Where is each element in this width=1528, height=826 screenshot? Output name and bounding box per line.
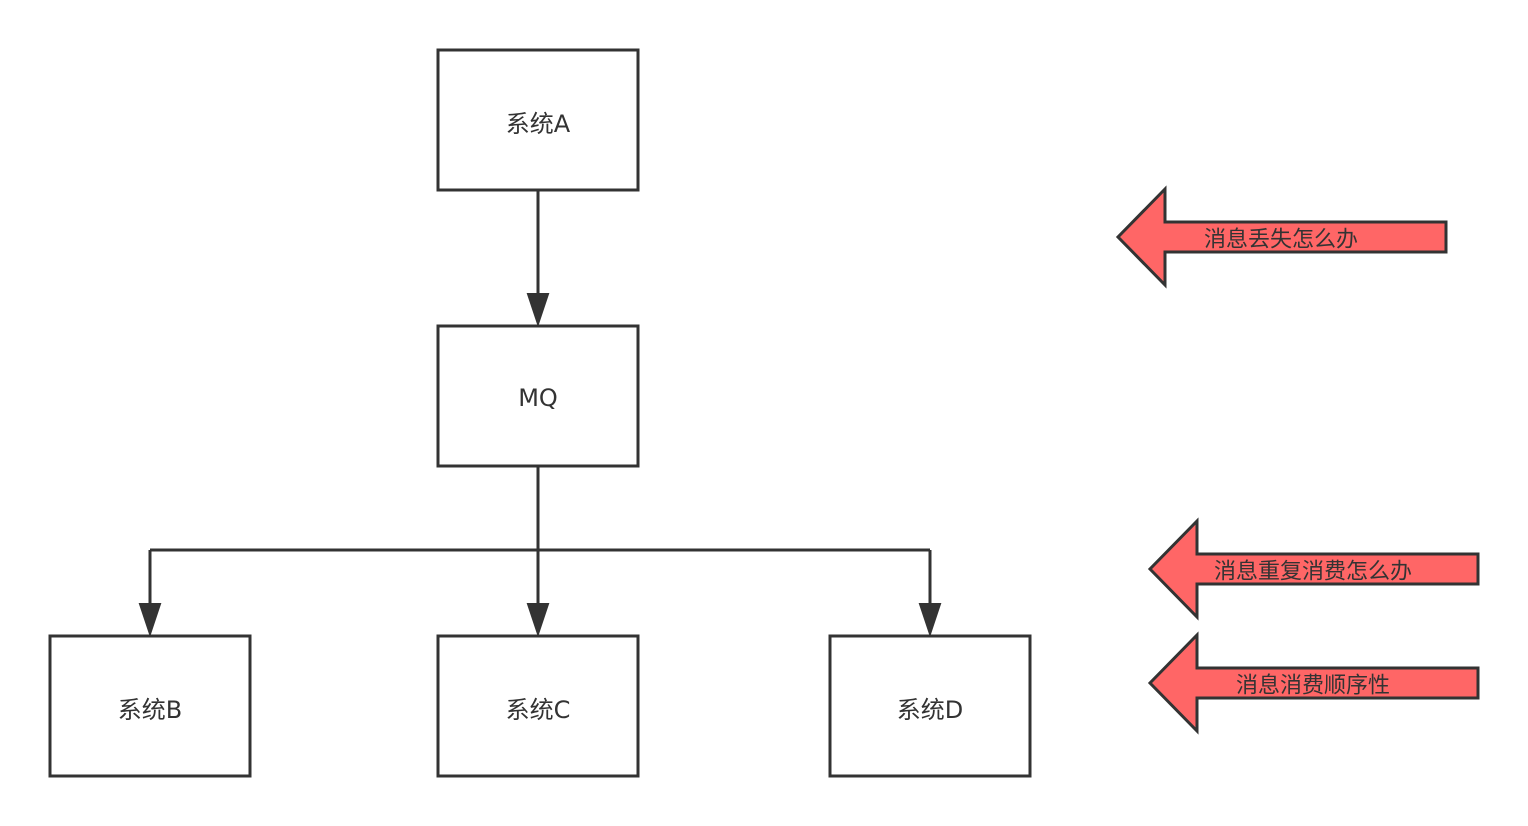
node-system-c-box: [436, 634, 640, 778]
node-mq[interactable]: MQ: [436, 324, 640, 468]
callout-message-loss[interactable]: 消息丢失怎么办: [1115, 185, 1448, 289]
arrowhead-mq: [526, 293, 550, 328]
callout-consumption-order[interactable]: 消息消费顺序性: [1147, 631, 1480, 735]
arrowhead-system-b: [138, 603, 162, 638]
node-system-c[interactable]: 系统C: [436, 634, 640, 778]
arrowhead-system-d: [918, 603, 942, 638]
callout-duplicate-consumption-arrow: [1147, 517, 1480, 621]
callout-message-loss-arrow: [1115, 185, 1448, 289]
callout-consumption-order-arrow: [1147, 631, 1480, 735]
node-system-d-label: 系统D: [897, 696, 963, 724]
callout-consumption-order-label: 消息消费顺序性: [1236, 674, 1390, 699]
node-system-d-box: [828, 634, 1032, 778]
node-system-b[interactable]: 系统B: [48, 634, 252, 778]
edges: [138, 190, 942, 638]
node-system-b-label: 系统B: [118, 696, 182, 724]
node-mq-label: MQ: [518, 384, 558, 412]
callout-message-loss-label: 消息丢失怎么办: [1204, 228, 1358, 253]
node-system-d[interactable]: 系统D: [828, 634, 1032, 778]
arrowhead-system-c: [526, 603, 550, 638]
node-system-c-label: 系统C: [506, 696, 571, 724]
node-mq-box: [436, 324, 640, 468]
callout-duplicate-consumption[interactable]: 消息重复消费怎么办: [1147, 517, 1480, 621]
node-system-a-label: 系统A: [506, 110, 571, 138]
node-system-a[interactable]: 系统A: [436, 48, 640, 192]
node-system-a-box: [436, 48, 640, 192]
node-system-b-box: [48, 634, 252, 778]
callout-duplicate-consumption-label: 消息重复消费怎么办: [1214, 560, 1412, 585]
